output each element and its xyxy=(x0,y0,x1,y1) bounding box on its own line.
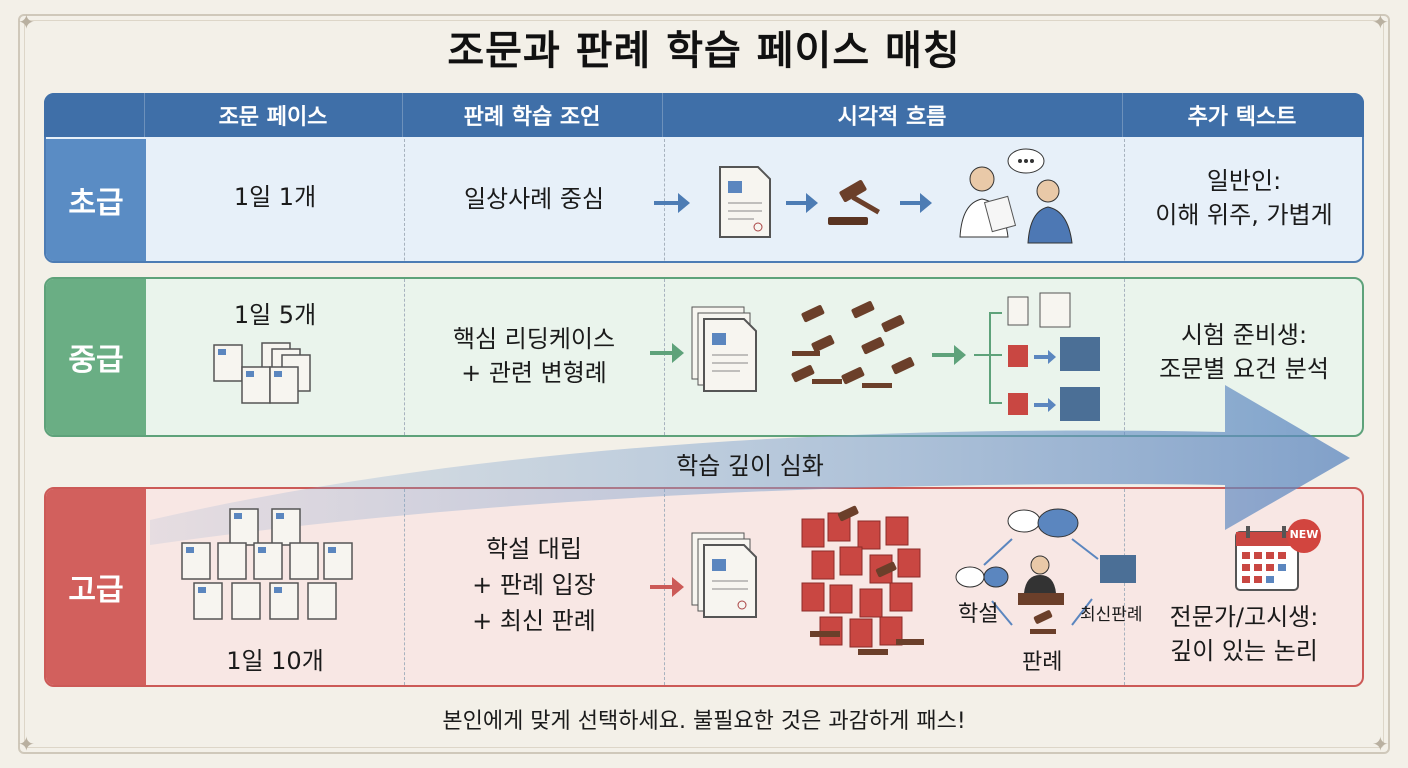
arrow-right-icon xyxy=(654,193,690,213)
extra-line: 이해 위주, 가볍게 xyxy=(1155,201,1333,229)
flow-intermediate xyxy=(650,292,1100,421)
archive-shelf-icon xyxy=(1100,555,1136,583)
cycle-label-latest: 최신판례 xyxy=(1080,605,1143,625)
arrow-right-icon xyxy=(932,345,966,365)
documents-stack-icon xyxy=(181,508,353,620)
extra-line: 시험 준비생: xyxy=(1180,321,1308,349)
gavel-icon xyxy=(828,180,880,225)
document-stack-icon xyxy=(691,532,757,618)
advice-line: + 관련 변형례 xyxy=(461,359,607,387)
table-header: 조문 페이스 판례 학습 조언 시각적 흐름 추가 텍스트 xyxy=(44,93,1364,137)
document-stack-icon xyxy=(691,306,757,392)
header-flow: 시각적 흐름 xyxy=(837,105,947,130)
cycle-label-precedent: 판례 xyxy=(1022,650,1063,675)
depth-label: 학습 깊이 심화 xyxy=(676,452,824,480)
column-divider xyxy=(404,489,405,685)
column-divider xyxy=(664,279,665,435)
new-badge: NEW xyxy=(1289,528,1319,541)
arrow-right-icon xyxy=(786,193,818,213)
corner-ornament-icon: ✦ xyxy=(18,10,35,34)
calendar-icon xyxy=(1235,519,1321,591)
advice-line: 핵심 리딩케이스 xyxy=(452,325,616,353)
column-divider xyxy=(1124,139,1125,261)
extra-line: 조문별 요건 분석 xyxy=(1159,355,1329,383)
header-divider xyxy=(662,93,663,137)
advice-line: 학설 대립 xyxy=(486,535,582,563)
advice-line: + 최신 판례 xyxy=(472,607,596,635)
header-pace: 조문 페이스 xyxy=(218,105,328,130)
advice-line: 일상사례 중심 xyxy=(463,185,605,213)
pace-text: 1일 10개 xyxy=(226,647,324,675)
column-divider xyxy=(664,139,665,261)
extra-line: 깊이 있는 논리 xyxy=(1170,637,1318,665)
document-icon xyxy=(1007,292,1071,328)
arrow-right-icon xyxy=(900,193,932,213)
level-label: 중급 xyxy=(46,279,146,435)
cycle-arrows xyxy=(983,538,1099,626)
footer-note: 본인에게 맞게 선택하세요. 불필요한 것은 과감하게 패스! xyxy=(442,709,966,734)
header-advice: 판례 학습 조언 xyxy=(463,105,601,130)
arrow-right-icon xyxy=(1034,350,1056,412)
header-divider xyxy=(144,93,145,137)
header-divider xyxy=(1122,93,1123,137)
column-divider xyxy=(404,279,405,435)
books-gavels-pile-icon xyxy=(801,505,924,655)
document-icon xyxy=(719,166,771,238)
arrow-right-icon xyxy=(650,343,684,363)
cycle-label-theory: 학설 xyxy=(958,602,999,627)
law-book-icon xyxy=(1008,345,1028,415)
outer-frame xyxy=(18,14,1390,754)
gavel-icon xyxy=(1030,610,1056,634)
flow-beginner xyxy=(654,148,1073,244)
level-label: 초급 xyxy=(46,139,146,261)
page-title: 조문과 판례 학습 페이스 매칭 xyxy=(447,28,961,74)
column-divider xyxy=(1124,279,1125,435)
gavels-cluster-icon xyxy=(791,301,915,388)
header-divider xyxy=(402,93,403,137)
column-divider xyxy=(404,139,405,261)
pace-text: 1일 5개 xyxy=(233,301,317,329)
corner-ornament-icon: ✦ xyxy=(18,732,35,756)
people-conversation-icon xyxy=(959,148,1073,244)
corner-ornament-icon: ✦ xyxy=(1372,732,1389,756)
header-extra: 추가 텍스트 xyxy=(1187,105,1297,130)
documents-stack-icon xyxy=(213,342,311,404)
archive-shelf-icon xyxy=(1060,337,1100,421)
pace-text: 1일 1개 xyxy=(233,183,317,211)
level-label: 고급 xyxy=(46,489,146,685)
arrow-right-icon xyxy=(650,577,684,597)
speech-bubbles-icon xyxy=(955,508,1079,588)
inner-frame xyxy=(24,20,1384,748)
flow-advanced xyxy=(650,505,1136,655)
judge-icon xyxy=(1018,555,1064,605)
extra-line: 일반인: xyxy=(1206,167,1282,195)
corner-ornament-icon: ✦ xyxy=(1372,10,1389,34)
extra-line: 전문가/고시생: xyxy=(1169,603,1319,631)
advice-line: + 판례 입장 xyxy=(472,571,596,599)
column-divider xyxy=(1124,489,1125,685)
branch-lines xyxy=(974,312,1002,404)
